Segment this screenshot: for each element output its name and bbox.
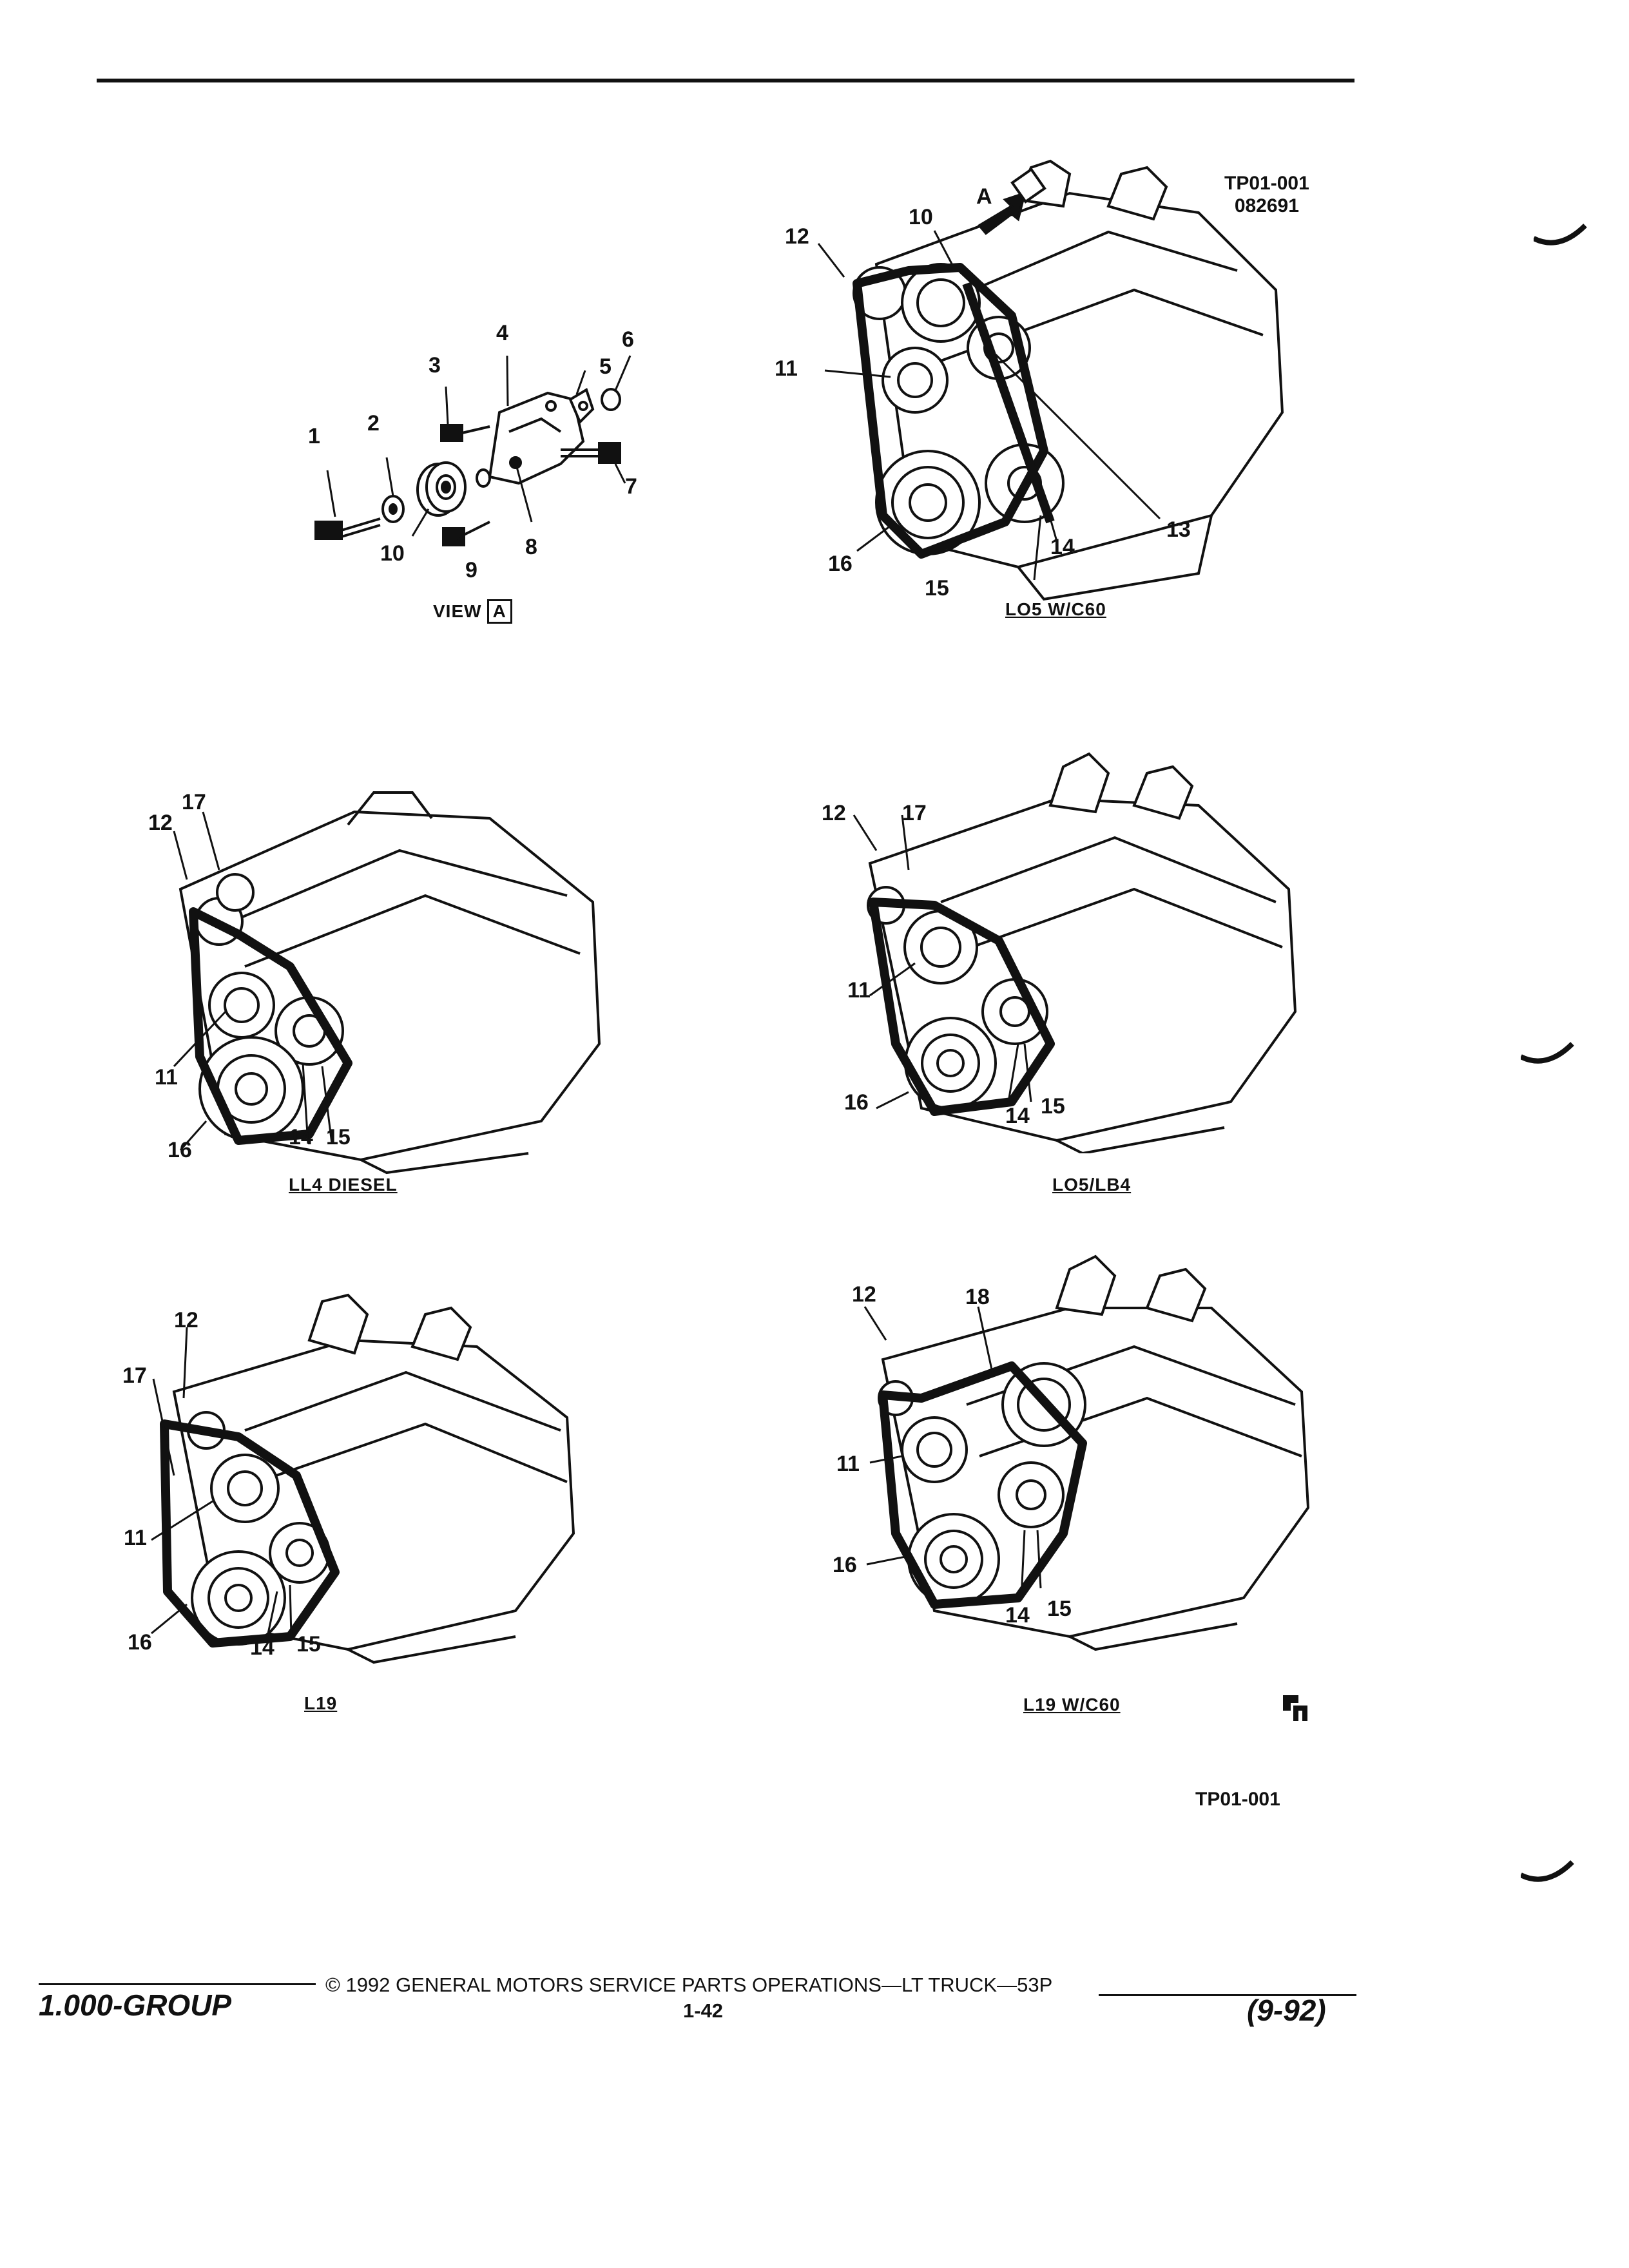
lo5-wc60-engine-drawing [817, 159, 1284, 601]
view-a-caption-text: VIEW [433, 601, 482, 621]
callout-12: 12 [174, 1308, 198, 1332]
l19-caption: L19 [304, 1693, 338, 1713]
l19-engine-drawing [151, 1293, 575, 1664]
callout-13: 13 [1166, 517, 1191, 542]
callout-2: 2 [367, 411, 380, 436]
lo5-lb4-engine-drawing [853, 752, 1297, 1153]
footer-date: (9-92) [1247, 1994, 1326, 2027]
callout-11: 11 [847, 978, 871, 1003]
callout-9: 9 [465, 558, 477, 582]
footer-page-number: 1-42 [683, 1999, 724, 2022]
callout-12: 12 [785, 224, 809, 249]
callout-15: 15 [925, 576, 949, 601]
callout-16: 16 [128, 1630, 152, 1655]
callout-14: 14 [250, 1635, 275, 1660]
callout-5: 5 [599, 354, 612, 379]
l19-wc60-engine-drawing [863, 1254, 1310, 1651]
bolt-1-icon [314, 517, 381, 540]
l19-wc60-caption: L19 W/C60 [1023, 1695, 1121, 1715]
figure-reference: TP01-001 082691 [1224, 173, 1309, 217]
callout-17: 17 [182, 790, 206, 814]
callout-18: 18 [965, 1285, 990, 1309]
callout-15: 15 [1041, 1094, 1065, 1119]
footer-group: 1.000-GROUP [39, 1988, 232, 2022]
l19-wc60-diagram: 12 18 11 16 14 15 [825, 1237, 1327, 1656]
figure-ref-date: 082691 [1234, 195, 1299, 216]
binding-mark-icon [1521, 1860, 1574, 1882]
callout-12: 12 [822, 801, 846, 825]
arrow-a-label: A [976, 184, 992, 209]
view-a-diagram: 1 2 3 4 5 6 7 8 9 10 [277, 309, 728, 644]
footer-rule-left [39, 1983, 316, 1985]
callout-16: 16 [168, 1138, 192, 1162]
callout-17: 17 [902, 801, 927, 825]
callout-16: 16 [844, 1090, 869, 1115]
callout-7: 7 [625, 474, 637, 499]
view-a-drawing [314, 355, 631, 546]
callout-10: 10 [380, 541, 405, 566]
callout-14: 14 [1050, 535, 1075, 559]
lo5-lb4-diagram: 12 17 11 16 14 15 [812, 741, 1315, 1153]
l19-diagram: 12 17 11 16 14 15 [116, 1289, 580, 1675]
callout-6: 6 [622, 327, 634, 352]
ll4-diesel-caption: LL4 DIESEL [289, 1175, 398, 1195]
callout-15: 15 [326, 1125, 351, 1149]
top-rule [97, 79, 1354, 82]
callout-14: 14 [1005, 1603, 1030, 1628]
ll4-diesel-engine-drawing [173, 791, 601, 1175]
callout-17: 17 [122, 1363, 147, 1388]
lo5-lb4-caption: LO5/LB4 [1052, 1175, 1132, 1195]
callout-11: 11 [155, 1065, 178, 1090]
callout-14: 14 [1005, 1104, 1030, 1128]
footer-rule-right [1099, 1994, 1356, 1996]
binding-mark-icon [1521, 1042, 1574, 1064]
bottom-figure-reference: TP01-001 [1195, 1789, 1280, 1810]
gm-logo-icon [1279, 1691, 1311, 1728]
lo5-wc60-diagram: 12 10 A 11 13 14 15 16 [747, 155, 1302, 619]
callout-10: 10 [909, 205, 933, 229]
view-a-caption-box: A [487, 599, 512, 624]
callout-11: 11 [775, 356, 798, 381]
callout-11: 11 [124, 1526, 147, 1550]
callout-14: 14 [289, 1125, 313, 1149]
footer-copyright: © 1992 GENERAL MOTORS SERVICE PARTS OPER… [325, 1974, 1053, 1996]
callout-4: 4 [496, 321, 508, 345]
callout-15: 15 [296, 1632, 321, 1657]
callout-11: 11 [836, 1452, 860, 1476]
lo5-wc60-caption: LO5 W/C60 [1005, 599, 1106, 619]
callout-3: 3 [429, 353, 441, 378]
callout-1: 1 [308, 424, 320, 448]
figure-ref-code: TP01-001 [1224, 173, 1309, 194]
ll4-diesel-diagram: 12 17 11 16 14 15 [129, 773, 619, 1179]
binding-mark-icon [1534, 224, 1587, 245]
callout-16: 16 [828, 552, 853, 576]
callout-8: 8 [525, 535, 537, 559]
callout-12: 12 [148, 811, 173, 835]
callout-16: 16 [833, 1553, 857, 1577]
callout-12: 12 [852, 1282, 876, 1307]
callout-15: 15 [1047, 1597, 1072, 1621]
